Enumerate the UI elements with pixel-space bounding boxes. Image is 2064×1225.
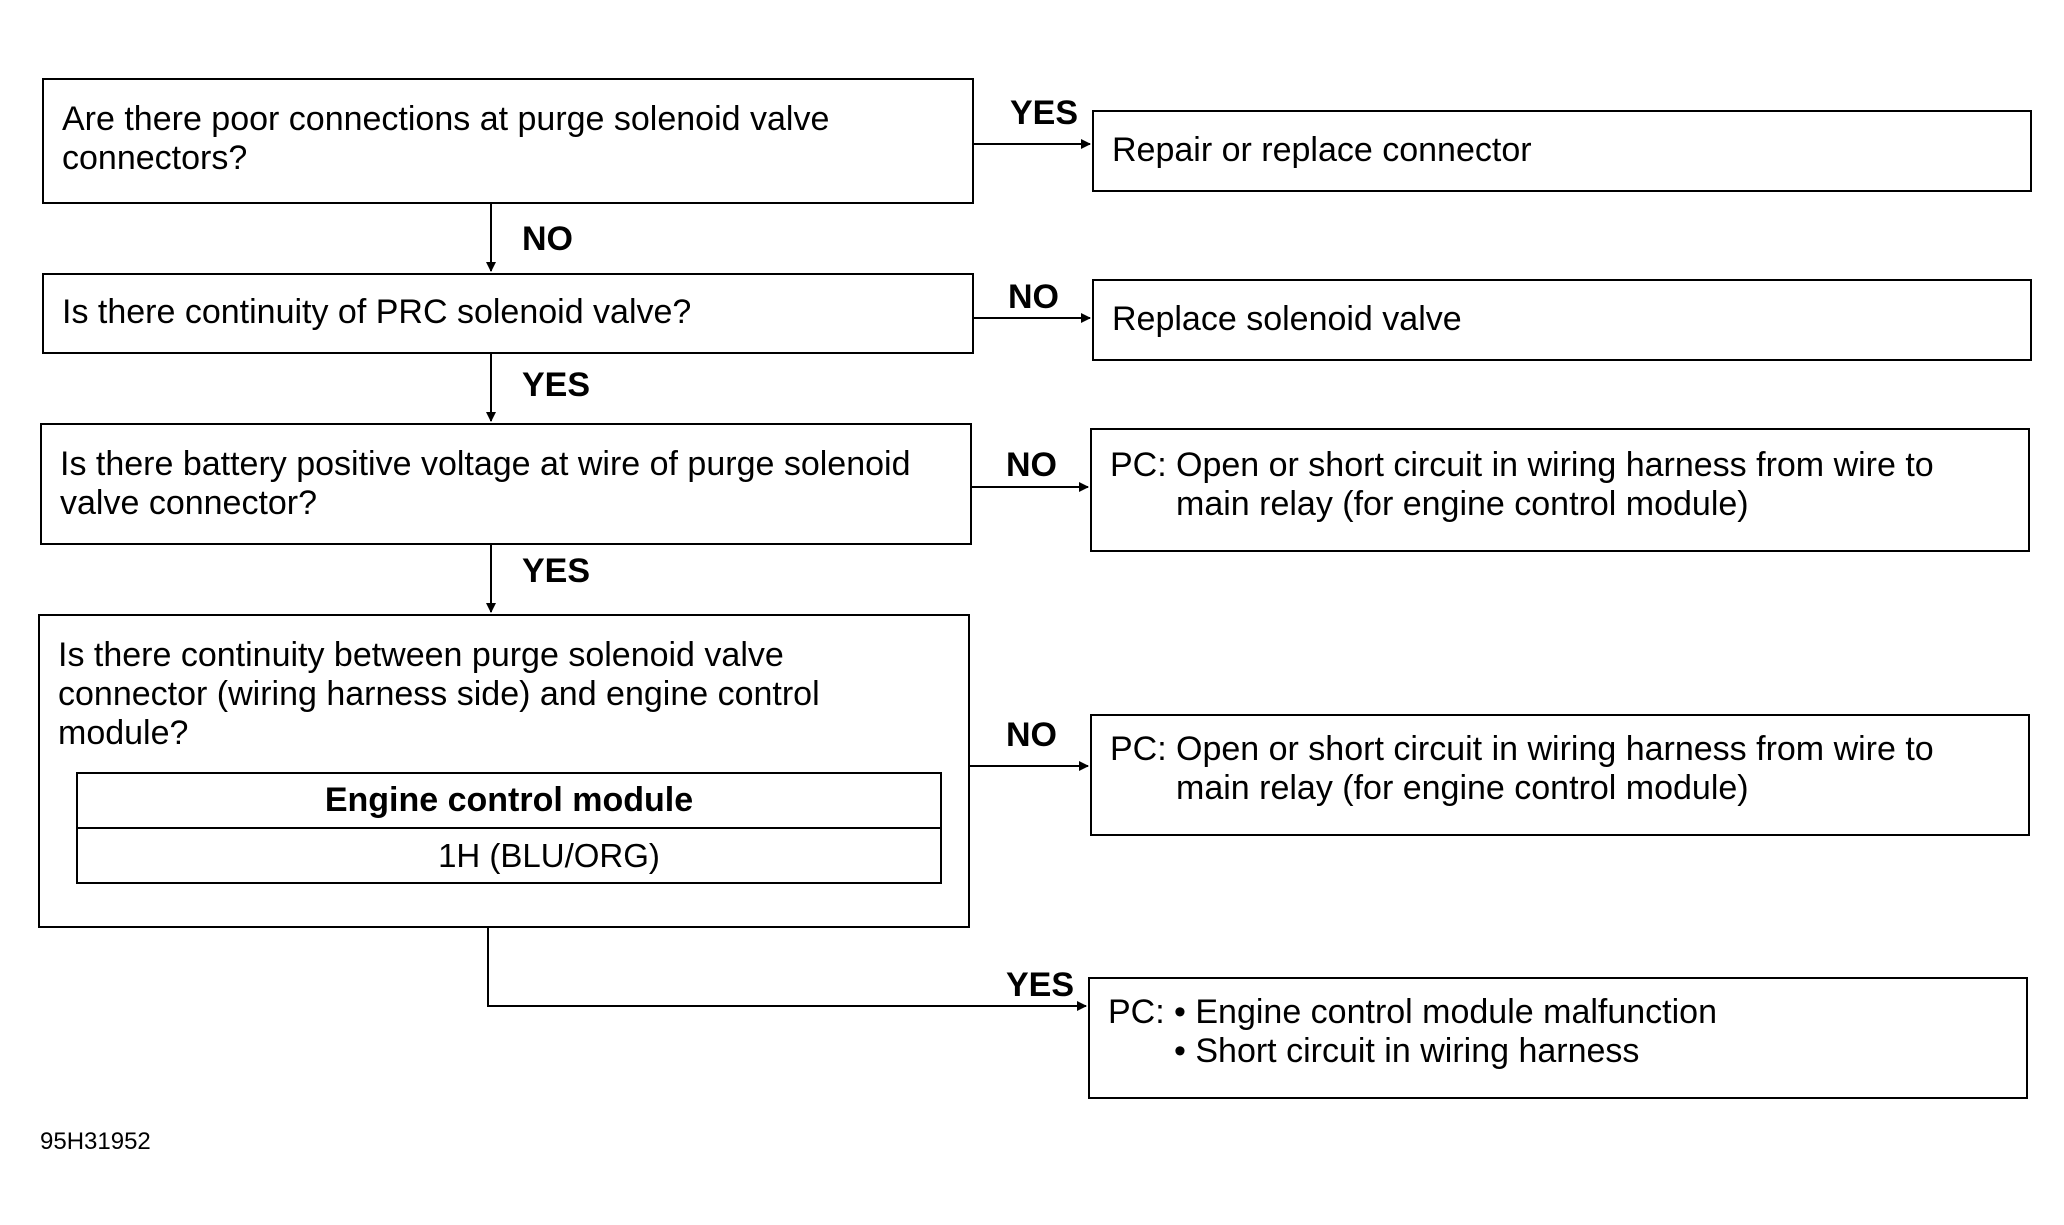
arrow-q4-to-a5 [487,928,1087,1011]
pc-prefix: PC: [1108,993,1165,1031]
action-text-4: PC: Open or short circuit in wiring harn… [1110,730,2016,808]
figure-id: 95H31952 [40,1128,151,1155]
question-box-3: Is there battery positive voltage at wir… [40,423,972,545]
branch-label-q2-yes: YES [522,366,591,404]
action-box-1: Repair or replace connector [1092,110,2032,192]
ecm-table-cell: 1H (BLU/ORG) [438,836,660,874]
action-box-3: PC: Open or short circuit in wiring harn… [1090,428,2030,552]
pc-prefix: PC: [1110,446,1167,484]
question-text-1: Are there poor connections at purge sole… [62,100,830,177]
ecm-table: Engine control module 1H (BLU/ORG) [76,772,942,884]
branch-label-q4-yes: YES [1006,966,1075,1004]
branch-label-q2-no: NO [1008,278,1059,316]
question-box-4: Is there continuity between purge soleno… [38,614,970,928]
action-box-2: Replace solenoid valve [1092,279,2032,361]
ecm-table-header: Engine control module [78,774,940,829]
action-body-3: Open or short circuit in wiring harness … [1176,446,1934,523]
action-bullet-list-5: Engine control module malfunction Short … [1174,993,2014,1071]
question-text-3: Is there battery positive voltage at wir… [60,445,911,522]
action-text-3: PC: Open or short circuit in wiring harn… [1110,446,2016,524]
action-box-5: PC: Engine control module malfunction Sh… [1088,977,2028,1099]
question-box-2: Is there continuity of PRC solenoid valv… [42,273,974,354]
question-box-1: Are there poor connections at purge sole… [42,78,974,204]
branch-label-q3-no: NO [1006,446,1057,484]
pc-prefix: PC: [1110,730,1167,768]
action-body-4: Open or short circuit in wiring harness … [1176,730,1934,807]
question-text-2: Is there continuity of PRC solenoid valv… [62,293,692,331]
branch-label-q1-yes: YES [1010,94,1079,132]
branch-label-q3-yes: YES [522,552,591,590]
list-item: Short circuit in wiring harness [1174,1032,2014,1071]
question-text-4: Is there continuity between purge soleno… [58,636,820,752]
action-box-4: PC: Open or short circuit in wiring harn… [1090,714,2030,836]
branch-label-q4-no: NO [1006,716,1057,754]
action-text-2: Replace solenoid valve [1112,300,1462,338]
branch-label-q1-no: NO [522,220,573,258]
action-text-1: Repair or replace connector [1112,131,1532,169]
list-item: Engine control module malfunction [1174,993,2014,1032]
action-text-5: PC: Engine control module malfunction Sh… [1108,993,2014,1071]
